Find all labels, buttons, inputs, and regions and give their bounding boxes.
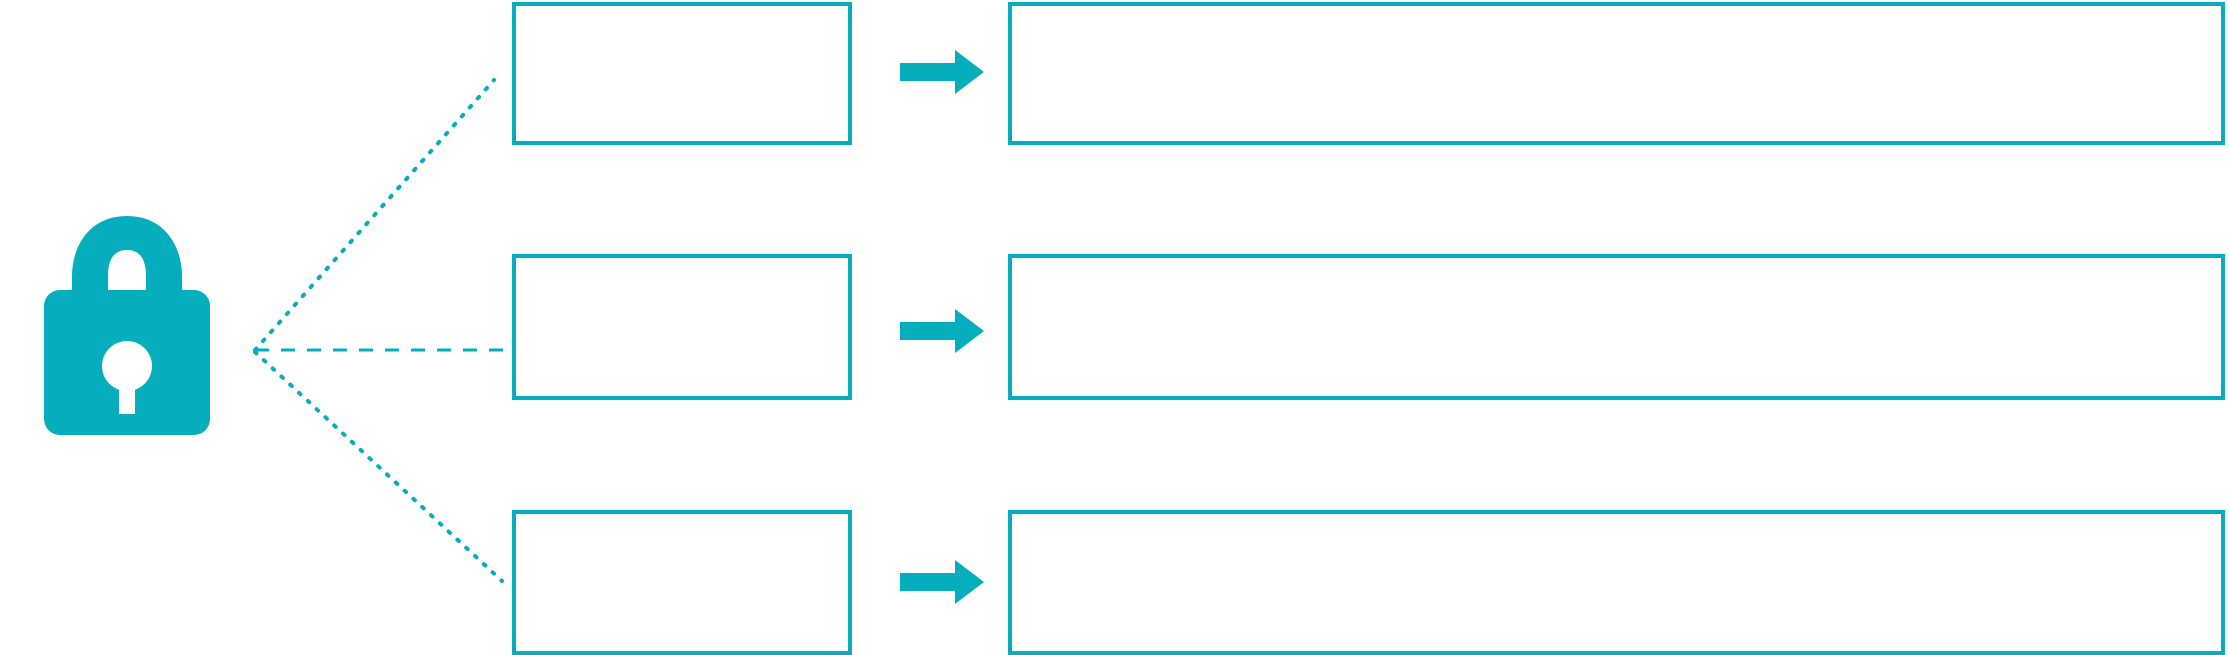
lock-icon bbox=[36, 210, 218, 442]
diagram-row-2 bbox=[0, 252, 2229, 402]
row-1-small-box[interactable] bbox=[512, 2, 852, 145]
row-2-arrow-right-icon bbox=[900, 309, 984, 353]
row-2-wide-box[interactable] bbox=[1008, 254, 2225, 400]
row-1-wide-box[interactable] bbox=[1008, 2, 2225, 145]
row-3-small-box[interactable] bbox=[512, 510, 852, 655]
row-2-small-box[interactable] bbox=[512, 254, 852, 400]
row-3-arrow-right-icon bbox=[900, 560, 984, 604]
row-1-arrow-right-icon bbox=[900, 50, 984, 94]
diagram-row-1 bbox=[0, 0, 2229, 147]
diagram-row-3 bbox=[0, 508, 2229, 655]
row-3-wide-box[interactable] bbox=[1008, 510, 2225, 655]
